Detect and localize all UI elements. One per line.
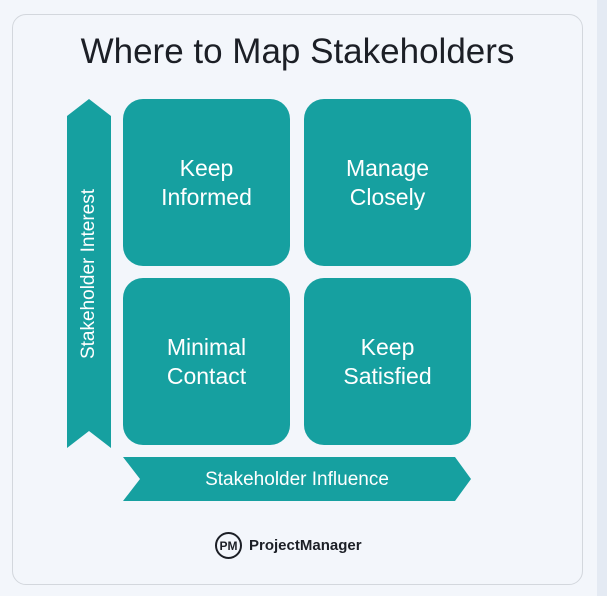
- scrollbar-track: [597, 0, 607, 596]
- quadrant-label: Keep Informed: [161, 154, 252, 210]
- y-axis-label: Stakeholder Interest: [78, 188, 99, 360]
- projectmanager-logo: PM ProjectManager: [215, 532, 362, 559]
- diagram-title: Where to Map Stakeholders: [80, 32, 515, 71]
- quadrant-manage-closely: Manage Closely: [304, 99, 471, 266]
- quadrant-label: Keep Satisfied: [343, 333, 432, 389]
- quadrant-label: Manage Closely: [345, 154, 430, 210]
- x-axis-label: Stakeholder Influence: [205, 469, 389, 490]
- pm-logo-icon: PM: [215, 532, 242, 559]
- quadrant-keep-satisfied: Keep Satisfied: [304, 278, 471, 445]
- quadrant-label: Minimal Contact: [166, 333, 247, 389]
- brand-name: ProjectManager: [249, 537, 362, 554]
- quadrant-minimal-contact: Minimal Contact: [123, 278, 290, 445]
- interest-axis-arrow: [67, 99, 111, 448]
- quadrant-keep-informed: Keep Informed: [123, 99, 290, 266]
- influence-axis-arrow: [123, 457, 471, 501]
